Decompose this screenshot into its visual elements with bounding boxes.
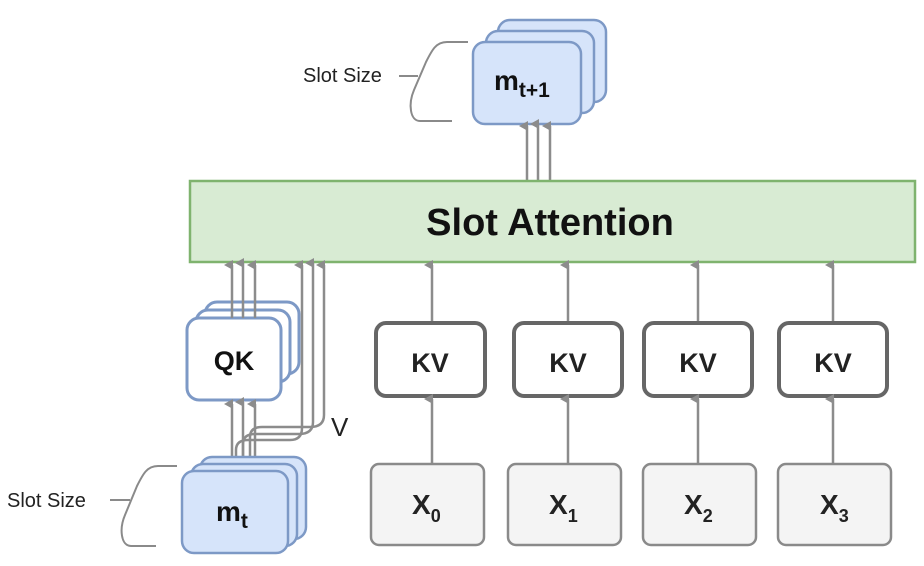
qk-label: QK — [214, 346, 255, 376]
kv-label: KV — [814, 348, 852, 378]
input-subscript: 1 — [568, 506, 578, 526]
bottom-slot-stack: mt — [180, 455, 308, 555]
input-subscript: 3 — [839, 506, 849, 526]
bottom-slot-subscript: t — [241, 510, 248, 533]
input-name: X — [820, 489, 839, 520]
value-bypass-arrows — [234, 258, 326, 462]
attention-to-top-slot-arrows — [519, 119, 552, 181]
input-block — [506, 462, 623, 547]
kv-label: KV — [549, 348, 587, 378]
kv-column-3: KV X3 — [776, 260, 893, 547]
svg-text:X3: X3 — [820, 489, 849, 526]
kv-label: KV — [411, 348, 449, 378]
input-block — [776, 462, 893, 547]
bottom-slot-name: m — [216, 496, 241, 527]
slot-attention-label: Slot Attention — [426, 202, 674, 244]
svg-text:mt+1: mt+1 — [494, 65, 550, 102]
kv-column-2: KV X2 — [641, 260, 758, 547]
top-slot-stack: mt+1 — [471, 18, 608, 126]
top-slot-subscript: t+1 — [519, 79, 550, 102]
top-slot-size-label: Slot Size — [303, 65, 382, 87]
bottom-slot-size-brace — [120, 465, 177, 547]
qk-stack: QK — [185, 300, 301, 402]
svg-text:X1: X1 — [549, 489, 578, 526]
kv-column-1: KV X1 — [506, 260, 624, 547]
input-block — [641, 462, 758, 547]
top-slot-name: m — [494, 65, 519, 96]
bottom-slot-size-label: Slot Size — [7, 490, 86, 512]
input-name: X — [684, 489, 703, 520]
input-block — [369, 462, 486, 547]
input-subscript: 2 — [703, 506, 713, 526]
slot-attention-block — [188, 179, 917, 264]
top-slot-size-brace — [409, 41, 468, 122]
kv-column-0: KV X0 — [369, 260, 487, 547]
qk-to-attention-arrows — [224, 258, 257, 318]
input-name: X — [412, 489, 431, 520]
input-name: X — [549, 489, 568, 520]
kv-label: KV — [679, 348, 717, 378]
input-subscript: 0 — [431, 506, 441, 526]
svg-text:X2: X2 — [684, 489, 713, 526]
svg-text:X0: X0 — [412, 489, 441, 526]
svg-text:mt: mt — [216, 496, 248, 533]
v-label: V — [331, 412, 349, 442]
